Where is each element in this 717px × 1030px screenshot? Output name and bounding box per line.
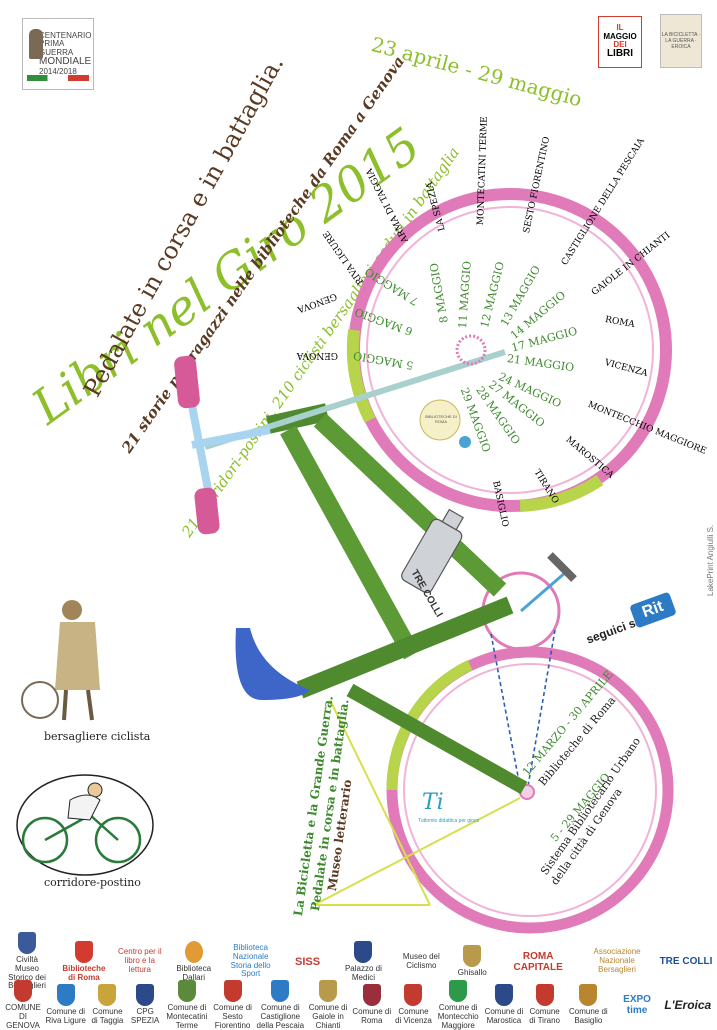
sponsor-logo: Comune di Taggia (89, 984, 125, 1026)
maggio-line3: DEI (613, 39, 627, 49)
sponsor-logo: Museo del Ciclismo (402, 951, 440, 970)
maggio-line4: LIBRI (606, 48, 634, 60)
chain-top (490, 633, 522, 793)
hub-logo-text: BIBLIOTECHE DI ROMA (425, 414, 457, 424)
eroica-book-cover: LA BICICLETTA · LA GUERRA · EROICA (660, 14, 702, 68)
down-tube (280, 425, 420, 660)
corridore-figure (16, 774, 154, 876)
ti-logo: Ti (422, 790, 444, 815)
sponsor-logo: Comune di Sesto Fiorentino (212, 980, 254, 1030)
bersagliere-figure (21, 600, 100, 721)
rit-logo-text: Rit (639, 597, 666, 622)
seat-tube (296, 596, 514, 699)
sponsor-logo: L'Eroica (664, 997, 712, 1012)
centenario-line1: CENTENARIO (39, 30, 92, 40)
sponsor-logo: Comune di Roma (352, 984, 392, 1026)
sponsor-logo: Comune di Vicenza (394, 984, 432, 1026)
sponsor-logo: Comune di Tirano (527, 984, 563, 1026)
tricolore-stripe (27, 75, 89, 81)
front-hub-dot (459, 436, 471, 448)
maggio-line1: IL (616, 23, 624, 33)
sponsor-logo: Comune di Gaiole in Chianti (307, 980, 349, 1030)
centenario-line3: MONDIALE (39, 56, 92, 68)
centenario-line4: 2014/2018 (39, 66, 77, 76)
soldier-silhouette-icon (29, 29, 43, 59)
sponsor-logo: ROMA CAPITALE (513, 950, 563, 973)
sponsor-logo: Biblioteca Dallari (174, 940, 214, 983)
rack-line1 (329, 699, 431, 906)
sponsor-logo: CPG SPEZIA (128, 984, 162, 1026)
sponsor-logo: Comune di Castiglione della Pescaia (256, 980, 304, 1030)
front-wheel-green-arc2 (519, 474, 604, 512)
sponsor-logo: Biblioteca Nazionale Storia dello Sport (230, 943, 271, 979)
front-wheel-green-arc (346, 329, 376, 423)
brake-rotor (455, 334, 487, 366)
water-bottle (401, 508, 464, 594)
corridore-caption: corridore-postino (44, 876, 141, 889)
pedal (547, 552, 577, 582)
sponsor-logo: SISS (294, 955, 321, 968)
sponsor-logo: Comune di Marostica (484, 984, 524, 1026)
bersagliere-caption: bersagliere ciclista (44, 730, 151, 743)
city-genova: GENOVA (296, 350, 338, 360)
ti-caption: Tuttomio didattica per gioco (418, 818, 480, 824)
saddle (235, 628, 310, 700)
sponsors-row-2: COMUNE DI GENOVA Comune di Riva Ligure C… (4, 980, 713, 1030)
sponsor-logo: Ghisallo (455, 945, 489, 978)
rack-line2 (313, 797, 521, 906)
printer-credit: LakePrint Angiulli S. (706, 524, 715, 596)
front-wheel-rim (366, 206, 654, 494)
sponsor-logo: Comune di Basiglio (565, 984, 611, 1026)
maggio-line2: MAGGIO (603, 31, 637, 41)
sponsor-logo: COMUNE DI GENOVA (4, 980, 42, 1030)
eroica-cover-text: LA BICICLETTA · LA GUERRA · EROICA (661, 32, 701, 50)
sponsor-logo: EXPO time (623, 994, 651, 1017)
sponsor-logo: Comune di Montecatini Terme (165, 980, 209, 1030)
front-hub-logo (419, 399, 461, 441)
chain-stay (346, 683, 528, 795)
centenario-logo: CENTENARIO PRIMA GUERRA MONDIALE 2014/20… (22, 18, 94, 90)
handlebar-cross (191, 426, 271, 449)
sponsor-logo: Comune di Riva Ligure (45, 984, 87, 1026)
maggio-dei-libri-logo: IL MAGGIO DEI LIBRI (598, 16, 642, 68)
sponsor-logo: Biblioteche di Roma (62, 940, 106, 983)
sponsor-logo: TRE COLLI (659, 956, 713, 968)
crank-arm (520, 570, 567, 613)
sponsor-logo: Associazione Nazionale Bersaglieri (593, 947, 641, 974)
sponsor-logo: Comune di Montecchio Maggiore (435, 980, 481, 1030)
centenario-line2: PRIMA GUERRA (39, 39, 74, 57)
grip-bottom (194, 487, 220, 535)
sponsor-logo: Centro per il libro e la lettura (118, 947, 162, 974)
rear-wheel-green-arc (386, 660, 473, 791)
grip-top (174, 355, 200, 409)
sponsor-logo: Palazzo di Medici (339, 940, 387, 983)
rear-wheel-rim (403, 663, 657, 917)
top-tube (313, 413, 507, 597)
